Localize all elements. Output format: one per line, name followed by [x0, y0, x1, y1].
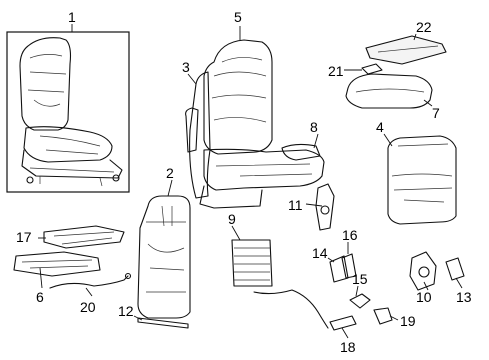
recliner-cover — [349, 293, 371, 309]
callout-labels: 1 5 3 22 21 7 8 4 2 11 9 17 16 14 15 6 2… — [16, 9, 472, 355]
seat-cushion-cover — [203, 148, 325, 191]
top-right-parts — [345, 35, 447, 109]
recliner-mechanism — [329, 255, 349, 283]
recliner-mechanism-inner — [409, 251, 437, 291]
seat-back-side-panel — [189, 71, 211, 199]
callout-21: 21 — [328, 63, 344, 79]
cushion-frame-upper — [43, 225, 125, 249]
seat-back-assembly — [185, 39, 325, 209]
recliner-mechanism-outer — [445, 257, 465, 281]
callout-15: 15 — [352, 271, 368, 287]
cushion-frame-parts — [13, 225, 132, 289]
callout-12: 12 — [118, 303, 134, 319]
callout-3: 3 — [182, 59, 190, 75]
callout-14: 14 — [312, 245, 328, 261]
complete-seat-inset — [6, 31, 130, 193]
recliner-hardware — [315, 183, 393, 331]
callout-11: 11 — [288, 197, 303, 213]
seat-back-cover — [203, 39, 273, 155]
seat-back-panel — [387, 135, 457, 225]
inset-seat-track — [21, 149, 123, 179]
recliner-spring — [373, 307, 393, 325]
inset-seat-cushion — [23, 126, 113, 163]
callout-1: 1 — [68, 9, 76, 25]
lumbar-support — [231, 239, 329, 329]
trim-strip — [137, 317, 189, 329]
callout-7: 7 — [432, 105, 440, 121]
heater-switch — [361, 63, 383, 75]
callout-4: 4 — [376, 119, 384, 135]
callout-16: 16 — [342, 227, 358, 243]
release-cable-end — [329, 315, 357, 331]
callout-19: 19 — [400, 313, 416, 329]
wire-harness — [49, 275, 129, 289]
seat-adjuster — [13, 251, 101, 277]
seat-cushion-pad — [345, 73, 433, 109]
callout-22: 22 — [416, 19, 432, 35]
seat-cushion-pan — [199, 185, 263, 209]
callout-17: 17 — [16, 229, 32, 245]
callout-13: 13 — [456, 289, 472, 305]
callout-2: 2 — [166, 165, 174, 181]
callout-9: 9 — [228, 211, 236, 227]
inset-frame — [6, 31, 130, 193]
seat-side-shield — [281, 143, 321, 161]
seat-back-bezel — [185, 107, 199, 153]
recliner-mechanisms-right — [409, 251, 465, 291]
recliner-bracket — [315, 183, 335, 231]
leader-lines — [38, 24, 463, 339]
seat-heater-pad — [365, 35, 447, 65]
lumbar-cable — [253, 289, 329, 329]
callout-18: 18 — [340, 339, 356, 355]
callout-6: 6 — [36, 289, 44, 305]
callout-20: 20 — [80, 299, 96, 315]
recliner-handle — [341, 253, 357, 279]
callout-10: 10 — [416, 289, 432, 305]
inset-seat-back — [19, 37, 72, 131]
callout-8: 8 — [310, 119, 318, 135]
seat-back-frame — [137, 195, 191, 319]
callout-5: 5 — [234, 9, 242, 25]
